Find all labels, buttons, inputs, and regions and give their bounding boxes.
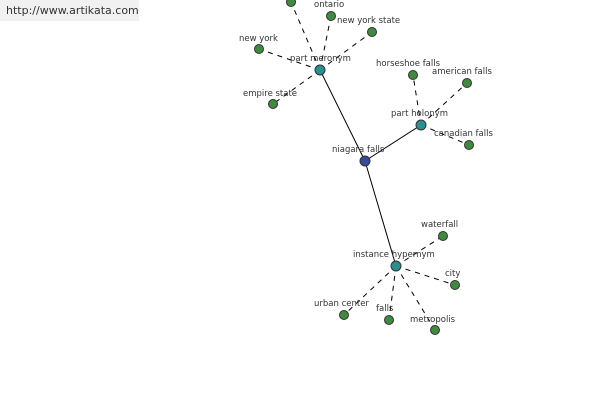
relation-label-part-holonym[interactable]: part holonym (391, 109, 448, 119)
term-node-canadian-falls[interactable] (464, 140, 474, 150)
term-node-new-york-state[interactable] (367, 27, 377, 37)
term-edge-horseshoe-falls (412, 74, 422, 126)
term-label-waterfall[interactable]: waterfall (421, 220, 458, 230)
term-label-american-falls[interactable]: american falls (432, 67, 492, 77)
term-node-offscreen[interactable] (286, 0, 296, 7)
term-label-urban-center[interactable]: urban center (314, 299, 369, 309)
term-edge-american-falls (420, 82, 468, 126)
relation-node-instance-hypernym[interactable] (390, 260, 402, 272)
term-node-city[interactable] (450, 280, 460, 290)
term-label-horseshoe-falls[interactable]: horseshoe falls (376, 59, 441, 69)
term-node-new-york[interactable] (254, 44, 264, 54)
term-label-city[interactable]: city (445, 269, 460, 279)
term-label-new-york-state[interactable]: new york state (337, 16, 400, 26)
term-edge-new-york (258, 48, 321, 71)
term-node-falls[interactable] (384, 315, 394, 325)
term-edge-offscreen-0 (290, 1, 321, 71)
relation-edge-instance-hypernym (364, 160, 397, 267)
term-edge-metropolis (395, 265, 436, 331)
term-label-canadian-falls[interactable]: canadian falls (434, 129, 493, 139)
term-label-ontario[interactable]: ontario (314, 0, 344, 10)
term-node-empire-state[interactable] (268, 99, 278, 109)
relation-label-instance-hypernym[interactable]: instance hypernym (353, 250, 435, 260)
term-label-falls[interactable]: falls (376, 304, 394, 314)
term-edge-city (395, 265, 456, 286)
term-node-american-falls[interactable] (462, 78, 472, 88)
term-label-new-york[interactable]: new york (239, 34, 278, 44)
term-edge-new-york-state (319, 31, 373, 71)
term-label-empire-state[interactable]: empire state (243, 89, 297, 99)
term-label-metropolis[interactable]: metropolis (410, 315, 456, 325)
term-node-horseshoe-falls[interactable] (408, 70, 418, 80)
relation-label-part-meronym[interactable]: part meronym (290, 54, 351, 64)
term-node-ontario[interactable] (326, 11, 336, 21)
term-node-waterfall[interactable] (438, 231, 448, 241)
term-node-urban-center[interactable] (339, 310, 349, 320)
term-edge-canadian-falls (420, 124, 470, 146)
site-link[interactable]: http://www.artikata.com (0, 0, 139, 21)
relation-node-part-holonym[interactable] (415, 119, 427, 131)
center-node-label[interactable]: niagara falls (332, 145, 385, 155)
term-edge-urban-center (343, 265, 397, 316)
center-node[interactable] (359, 155, 371, 167)
term-node-metropolis[interactable] (430, 325, 440, 335)
relation-edge-part-holonym (364, 124, 422, 162)
relation-node-part-meronym[interactable] (314, 64, 326, 76)
relation-edge-part-meronym (319, 69, 366, 162)
